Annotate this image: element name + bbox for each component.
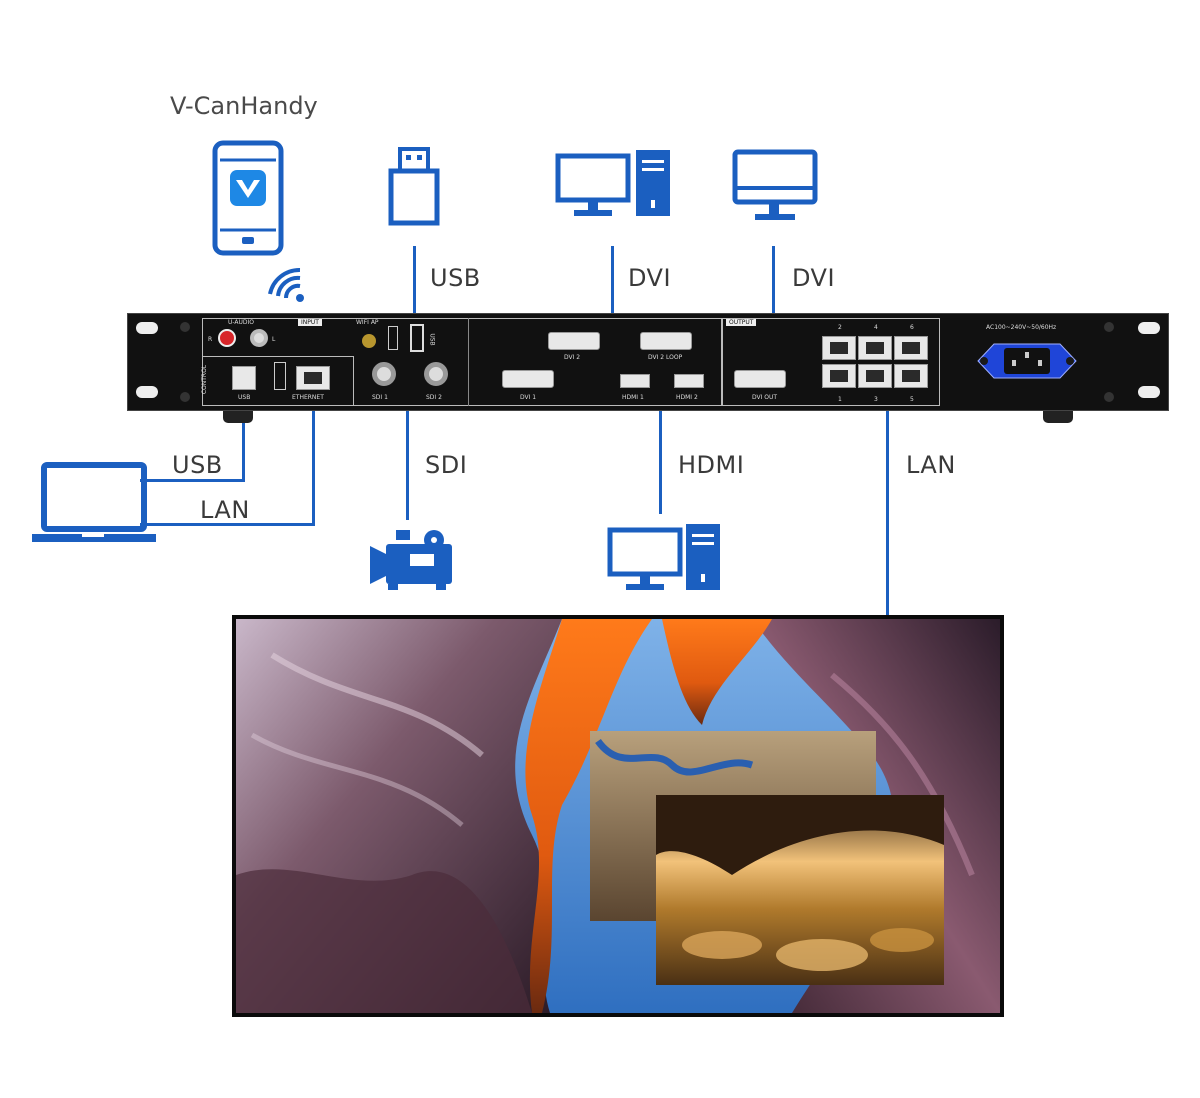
usb-port[interactable] [388, 326, 398, 350]
hdmi-label: HDMI [678, 451, 745, 479]
hdmi2-label: HDMI 2 [676, 394, 698, 401]
laptop-icon [32, 462, 156, 542]
lan-control-label: LAN [200, 496, 250, 524]
screw [180, 392, 190, 402]
lan-port-number: 6 [910, 324, 914, 331]
usb-port-label: USB [238, 394, 251, 401]
dvi2-label: DVI 2 [564, 354, 581, 361]
usb-drive-icon [388, 147, 440, 226]
audio-l-label: L [272, 336, 276, 343]
usb-vertical-label: USB [428, 333, 436, 346]
usb-control-wire-h [140, 479, 245, 482]
wifi-icon [268, 267, 304, 302]
dvi-output-label: DVI [792, 264, 836, 292]
led-display-screen [232, 615, 1004, 1017]
power-socket-icon [977, 343, 1077, 379]
control-tag: CONTROL [201, 364, 209, 395]
lan-output-port-2[interactable] [822, 336, 856, 360]
canyon-image [236, 619, 1000, 1013]
lan-control-wire-h [140, 523, 315, 526]
phone-icon [212, 140, 284, 256]
lan-output-port-4[interactable] [858, 336, 892, 360]
hdmi1-port[interactable] [620, 374, 650, 388]
mount-hole [1138, 322, 1160, 334]
video-camera-icon [370, 530, 452, 590]
lan-output-label: LAN [906, 451, 956, 479]
dvi2-port[interactable] [548, 332, 600, 350]
sdi2-port[interactable] [424, 362, 448, 386]
control-section [202, 356, 354, 406]
ethernet-port-label: ETHERNET [292, 394, 324, 401]
mount-hole [136, 386, 158, 398]
hdmi2-port[interactable] [674, 374, 704, 388]
dvi-input-label: DVI [628, 264, 672, 292]
desktop-computer-icon [555, 150, 670, 216]
u-audio-label: U-AUDIO [228, 319, 255, 326]
wifi-antenna-port[interactable] [362, 334, 376, 348]
usb-input-wire [413, 246, 416, 341]
dvi2-loop-label: DVI 2 LOOP [648, 354, 683, 361]
screw [1104, 322, 1114, 332]
dvi-out-port[interactable] [734, 370, 786, 388]
sdi1-port[interactable] [372, 362, 396, 386]
lan-output-port-5[interactable] [894, 364, 928, 388]
mount-hole [1138, 386, 1160, 398]
sdi2-label: SDI 2 [426, 394, 442, 401]
lan-output-wire [886, 380, 889, 616]
video-processor-rear-panel: INPUT CONTROL U-AUDIO R L WIFI AP USB US… [127, 313, 1169, 411]
audio-l-jack[interactable] [250, 329, 268, 347]
screw [180, 322, 190, 332]
sdi-label: SDI [425, 451, 468, 479]
input-tag: INPUT [298, 319, 322, 326]
usb-a-port[interactable] [274, 362, 286, 390]
audio-r-jack[interactable] [218, 329, 236, 347]
usb-b-port[interactable] [232, 366, 256, 390]
dvi1-port[interactable] [502, 370, 554, 388]
lan-output-port-1[interactable] [822, 364, 856, 388]
lan-control-wire-v [312, 378, 315, 526]
mount-hole [136, 322, 158, 334]
sdi-wire [406, 398, 409, 520]
dvi-input-wire [611, 246, 614, 342]
dvi-out-label: DVI OUT [752, 394, 778, 401]
lan-port-number: 2 [838, 324, 842, 331]
audio-r-label: R [208, 336, 213, 343]
ethernet-port[interactable] [296, 366, 330, 390]
lan-output-port-3[interactable] [858, 364, 892, 388]
usb-input-port[interactable] [410, 324, 424, 352]
dvi1-label: DVI 1 [520, 394, 537, 401]
output-section [722, 318, 940, 406]
usb-input-label: USB [430, 264, 481, 292]
sdi1-label: SDI 1 [372, 394, 388, 401]
power-rating-label: AC100~240V~50/60Hz [986, 324, 1057, 331]
divider [468, 318, 469, 406]
usb-control-wire-v [242, 378, 245, 480]
lan-port-number: 1 [838, 396, 842, 403]
lan-output-port-6[interactable] [894, 336, 928, 360]
output-tag: OUTPUT [726, 319, 757, 326]
wifi-ap-label: WIFI AP [356, 319, 379, 326]
app-name-label: V-CanHandy [170, 92, 318, 120]
monitor-icon [732, 149, 818, 220]
dvi2-loop-port[interactable] [640, 332, 692, 350]
lan-port-number: 3 [874, 396, 878, 403]
usb-control-label: USB [172, 451, 223, 479]
lan-port-number: 4 [874, 324, 878, 331]
hdmi1-label: HDMI 1 [622, 394, 644, 401]
hdmi-wire [659, 398, 662, 514]
hdmi-source-computer-icon [607, 524, 720, 590]
screw [1104, 392, 1114, 402]
lan-port-number: 5 [910, 396, 914, 403]
